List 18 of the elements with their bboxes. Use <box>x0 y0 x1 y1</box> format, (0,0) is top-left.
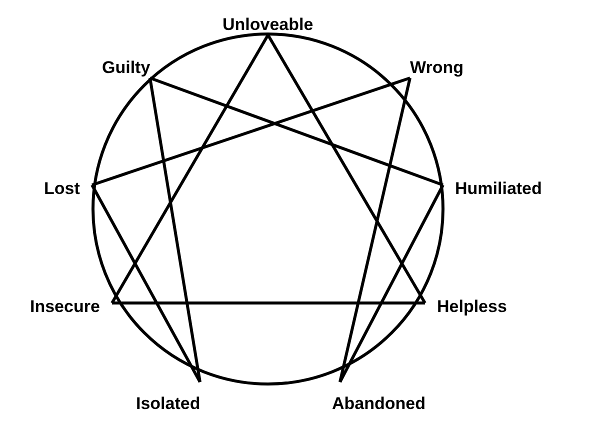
connector-line <box>338 184 444 383</box>
connector-line <box>266 34 426 304</box>
point-label: Helpless <box>437 297 507 317</box>
connector-line <box>90 184 202 383</box>
point-label: Insecure <box>30 297 100 317</box>
connector-line <box>149 76 444 186</box>
point-label: Guilty <box>102 58 150 78</box>
point-label: Lost <box>44 179 80 199</box>
connector-line <box>112 302 425 304</box>
point-label: Humiliated <box>455 179 542 199</box>
connector-line <box>92 76 410 186</box>
point-label: Wrong <box>410 58 464 78</box>
point-label: Isolated <box>136 394 200 414</box>
connector-line <box>110 34 270 304</box>
point-label: Unloveable <box>222 15 314 35</box>
connector-line <box>148 78 202 382</box>
connector-line <box>338 78 412 382</box>
point-label: Abandoned <box>332 394 426 414</box>
